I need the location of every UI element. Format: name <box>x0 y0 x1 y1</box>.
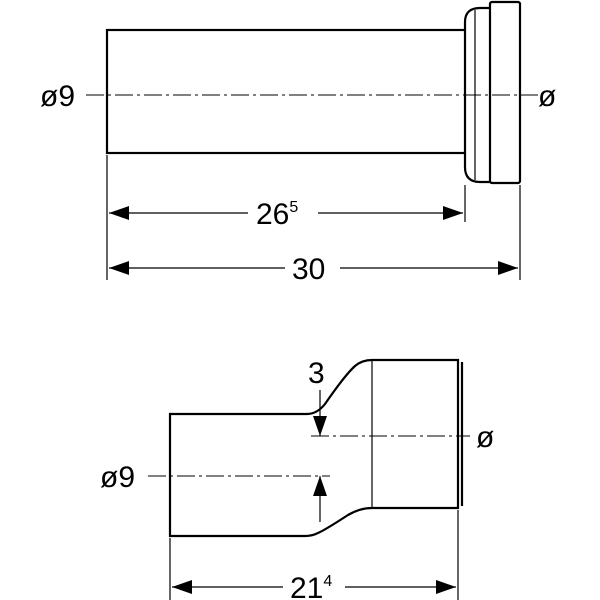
collar <box>463 6 490 184</box>
diameter-label-left: ø9 <box>100 461 135 494</box>
offset-pipe-body <box>168 358 460 538</box>
diameter-label-left: ø9 <box>40 80 75 113</box>
offset-label: 3 <box>308 357 325 390</box>
dimension-total-length: 30 <box>292 253 325 286</box>
dimension-inner-length: 265 <box>256 198 298 231</box>
straight-pipe-view: ø9 ø 265 30 <box>40 0 556 286</box>
diameter-label-right: ø <box>476 421 494 454</box>
dimension-total-length: 214 <box>290 572 332 600</box>
diameter-label-right: ø <box>538 80 556 113</box>
pipe-body <box>105 28 467 155</box>
seal-ring <box>488 0 522 185</box>
offset-pipe-view: 3 ø9 ø 214 <box>100 357 494 600</box>
